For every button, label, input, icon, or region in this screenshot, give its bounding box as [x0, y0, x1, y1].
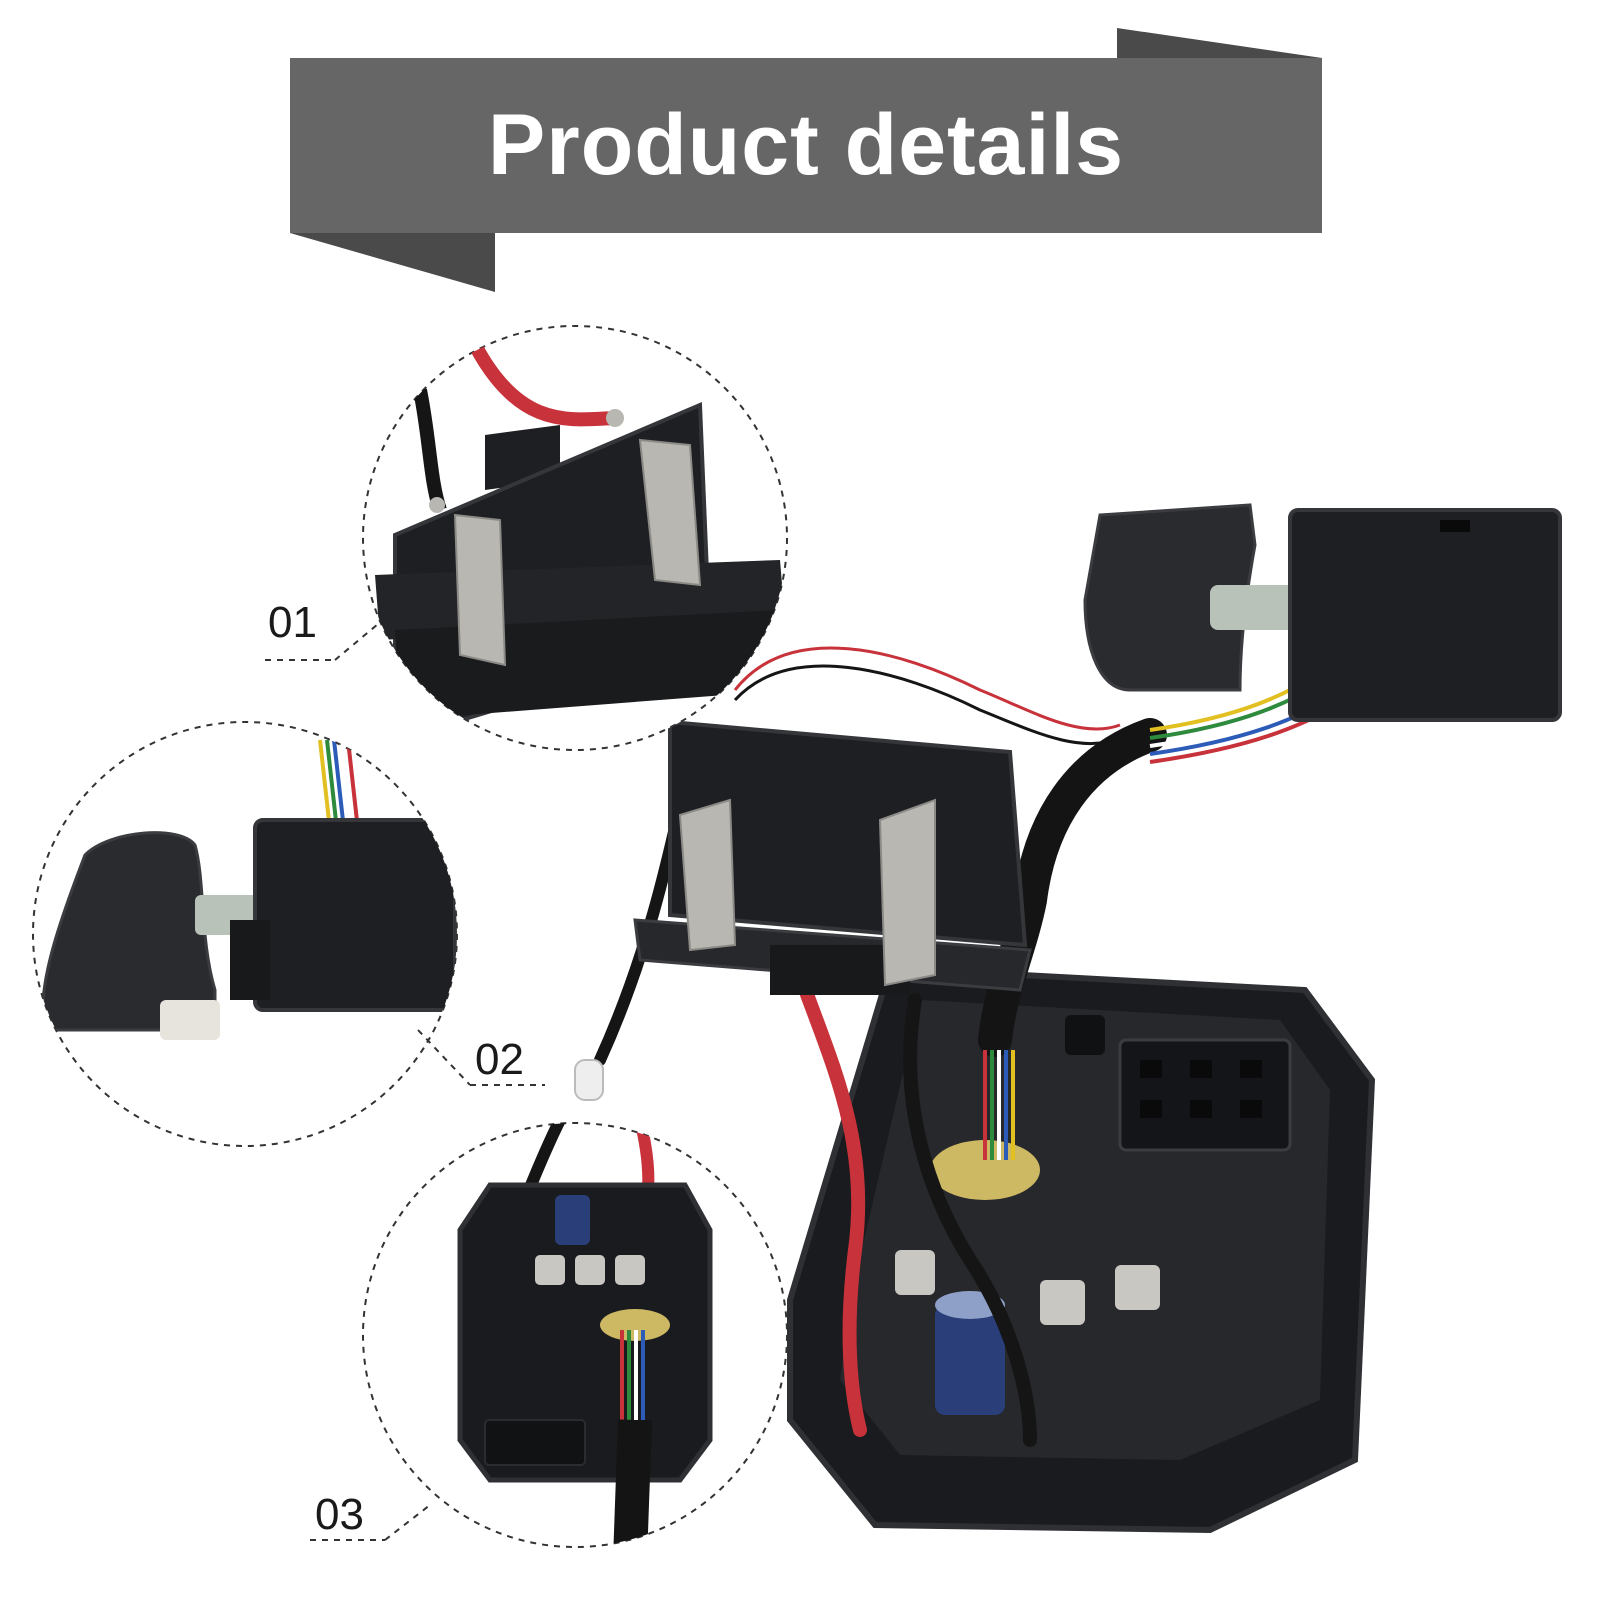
callout-01-blade-left	[453, 513, 507, 667]
callout-label-01: 01	[268, 598, 317, 647]
main-board-connector	[1118, 1038, 1292, 1152]
main-transistor-1	[895, 1250, 935, 1295]
main-thin-wires	[733, 646, 1121, 731]
product-details-banner: Product details	[0, 0, 1600, 300]
banner-band	[290, 58, 1322, 233]
main-black-wire-board	[903, 993, 1037, 1447]
callout-01-blade-right	[638, 438, 702, 587]
banner-title: Product details	[487, 97, 1125, 193]
main-terminal-blade-right	[878, 798, 936, 987]
main-led	[574, 1059, 604, 1101]
callout-label-02: 02	[475, 1035, 524, 1084]
main-board-button	[1065, 1015, 1105, 1055]
main-switch-body	[1288, 508, 1562, 722]
banner-fold-bottom-left	[290, 233, 495, 292]
main-trigger-switch	[1083, 503, 1562, 722]
main-ribbon-lower	[983, 1050, 1015, 1160]
callout-03	[310, 1122, 788, 1548]
banner-ribbon	[290, 28, 1322, 292]
main-product	[574, 503, 1562, 1534]
main-red-wire	[793, 968, 867, 1437]
callout-01	[265, 325, 788, 751]
main-transistor-3	[1115, 1265, 1160, 1310]
callout-02	[32, 721, 545, 1147]
main-trigger	[1083, 503, 1257, 692]
main-transistor-2	[1040, 1280, 1085, 1325]
callout-label-03: 03	[315, 1490, 364, 1539]
main-harness-sleeve	[978, 718, 1167, 1057]
main-capacitor	[935, 1305, 1005, 1415]
banner-fold-top-right	[1117, 28, 1322, 58]
main-terminal-block	[633, 719, 1032, 995]
main-terminal-blade-left	[678, 798, 737, 952]
main-trigger-shaft	[1210, 585, 1305, 630]
